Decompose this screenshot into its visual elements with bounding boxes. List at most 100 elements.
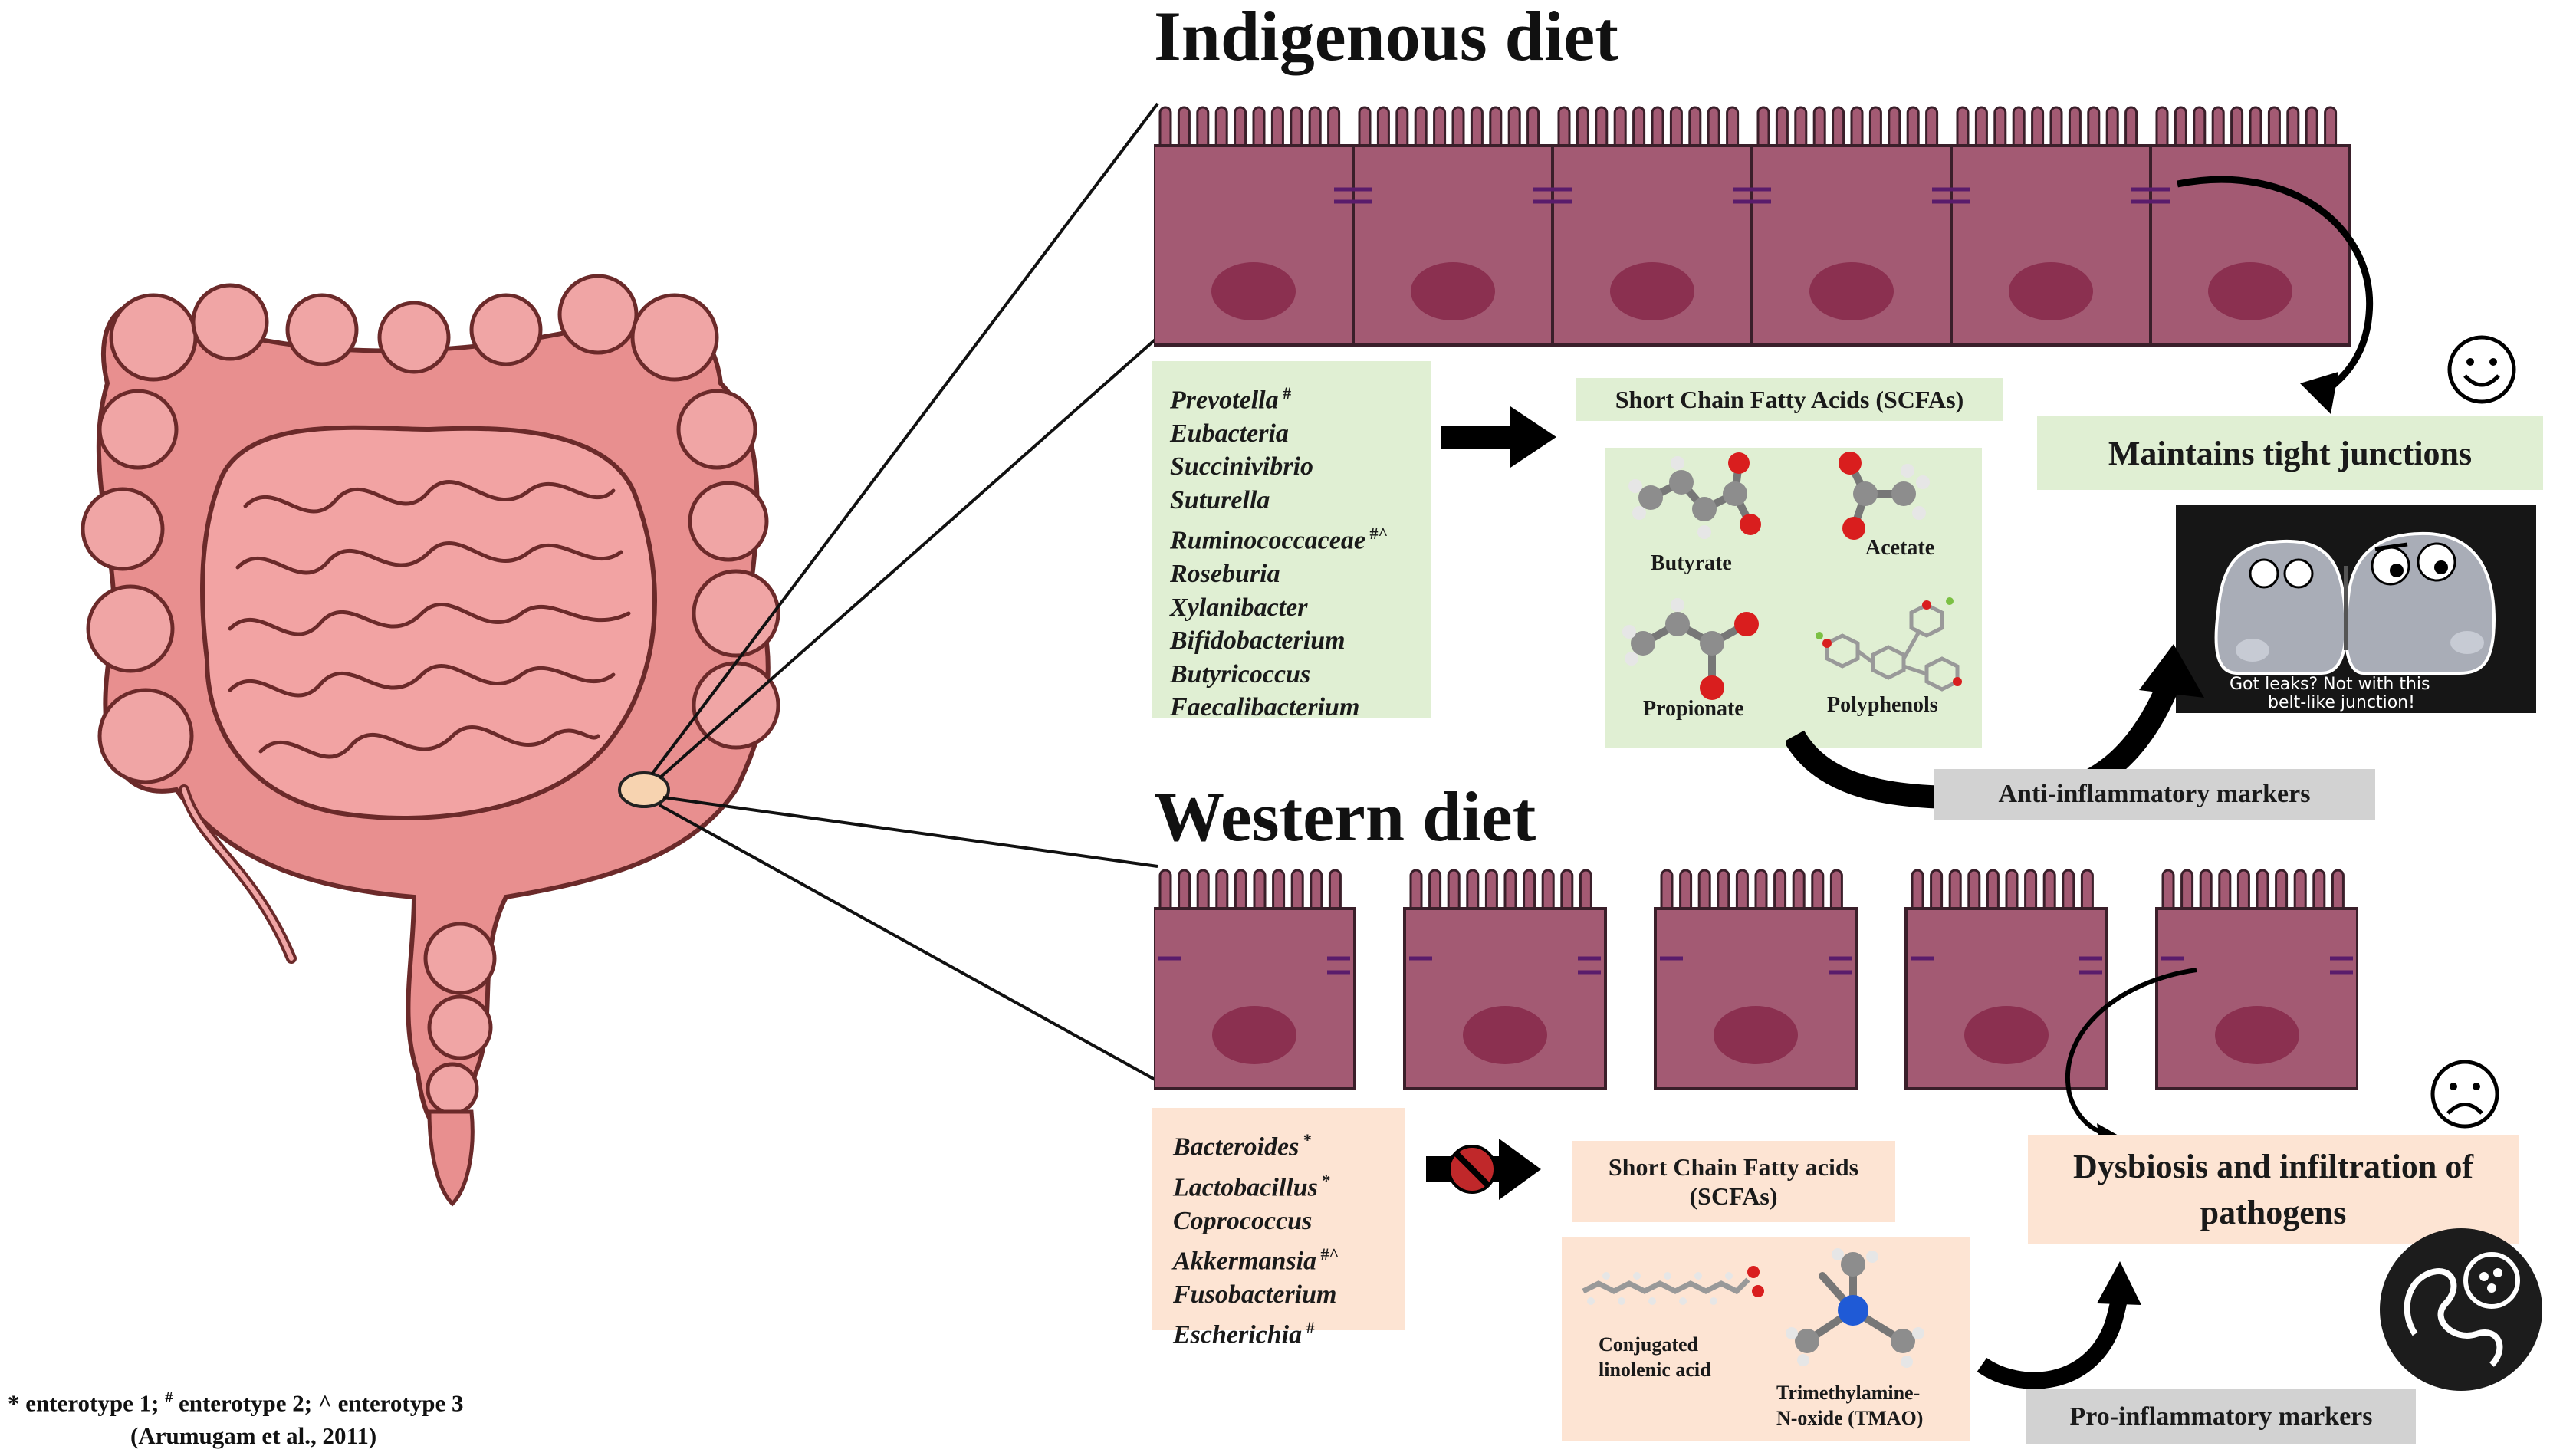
indigenous-taxon-item: Butyricoccus [1170,658,1431,692]
dysbiosis-line1: Dysbiosis and infiltration of [2073,1147,2473,1185]
western-scfa-label: Short Chain Fatty acids (SCFAs) [1572,1141,1895,1222]
acetate-label: Acetate [1865,536,1935,560]
zoom-lines [650,102,1159,1083]
indigenous-taxon-item: Eubacteria [1170,417,1431,451]
indigenous-taxon-name: Xylanibacter [1170,593,1308,622]
pro-inflammatory-curved-arrow [1977,1261,2141,1389]
indigenous-taxon-name: Prevotella [1170,386,1279,415]
polyphenols-molecule [1816,597,1962,692]
indigenous-taxon-name: Bifidobacterium [1170,626,1346,656]
polyphenols-label: Polyphenols [1827,693,1938,717]
dysbiosis-label: Dysbiosis and infiltration of pathogens [2028,1135,2519,1244]
western-taxon-name: Lactobacillus [1173,1173,1318,1202]
western-taxon-item: Akkermansia #^ [1173,1237,1405,1278]
indigenous-taxon-name: Eubacteria [1170,419,1289,448]
smiley-face-icon [2447,335,2516,404]
epithelial-cell [1352,106,1554,347]
indigenous-taxon-item: Roseburia [1170,557,1431,591]
nucleus [2208,262,2292,320]
western-curved-arrow [2065,968,2197,1150]
indigenous-taxon-item: Prevotella # [1170,376,1431,417]
nucleus [1714,1006,1798,1064]
western-taxon-item: Bacteroides * [1173,1123,1405,1164]
indigenous-diet-heading: Indigenous diet [1154,0,1618,75]
western-taxon-enterotype-mark: * [1299,1130,1312,1149]
western-taxon-name: Escherichia [1173,1320,1303,1349]
epithelial-cell [1750,106,1953,347]
western-blocked-arrow [1426,1139,1541,1200]
epithelial-cell [1154,106,1355,347]
footnote-hash-mark: # [165,1389,173,1406]
western-taxon-item: Coprococcus [1173,1205,1405,1238]
nucleus [2009,262,2093,320]
cartoon-caption-line2: belt-like junction! [2268,693,2415,712]
western-taxon-name: Fusobacterium [1173,1280,1337,1309]
tight-junctions-label: Maintains tight junctions [2037,416,2543,490]
nucleus [1211,262,1296,320]
butyrate-molecule [1628,452,1761,539]
small-intestine [200,425,657,820]
cla-label-line1: Conjugated [1599,1333,1699,1356]
western-taxon-enterotype-mark: # [1302,1318,1315,1338]
citation-footnote: (Arumugam et al., 2011) [130,1422,377,1449]
tmao-label-line2: N-oxide (TMAO) [1776,1407,1924,1429]
indigenous-taxon-item: Faecalibacterium [1170,691,1431,725]
indigenous-molecules-panel: Butyrate Acetate Propionate Polyphenols [1605,448,1982,748]
acetate-molecule [1839,452,1930,540]
propionate-label: Propionate [1643,697,1744,721]
indigenous-taxon-item: Ruminococcaceae #^ [1170,517,1431,557]
nucleus [1411,262,1495,320]
epithelial-cell [1654,869,1858,1090]
nucleus [1809,262,1894,320]
epithelial-cell [2155,869,2358,1090]
nucleus [2215,1006,2299,1064]
nucleus [1463,1006,1547,1064]
indigenous-scfa-label: Short Chain Fatty Acids (SCFAs) [1576,378,2003,421]
indigenous-curved-arrow [2177,176,2374,414]
indigenous-taxon-enterotype-mark: #^ [1365,524,1388,544]
western-taxon-item: Fusobacterium [1173,1278,1405,1312]
pro-inflammatory-markers-label: Pro-inflammatory markers [2026,1389,2416,1444]
propionate-molecule [1622,598,1759,700]
indigenous-taxon-item: Xylanibacter [1170,591,1431,625]
inflamed-gut-icon [2380,1228,2542,1391]
nucleus [1610,262,1694,320]
nucleus [1964,1006,2049,1064]
tight-junction-cartoon: Got leaks? Not with this belt-like junct… [2176,505,2536,713]
tmao-label-line1: Trimethylamine- [1776,1382,1921,1404]
footnote-part2: enterotype 2; ^ enterotype 3 [173,1389,464,1417]
tmao-molecule [1786,1248,1924,1368]
cla-label-line2: linolenic acid [1599,1359,1711,1381]
frown-face-icon [2430,1060,2499,1129]
indigenous-taxon-name: Faecalibacterium [1170,693,1360,722]
indigenous-taxon-name: Suturella [1170,485,1270,514]
indigenous-taxon-item: Succinivibrio [1170,450,1431,484]
western-epithelium [1154,869,2358,1090]
indigenous-taxon-item: Bifidobacterium [1170,624,1431,658]
cartoon-cells [2214,531,2496,675]
indigenous-taxon-name: Succinivibrio [1170,452,1314,481]
zoom-spot [618,771,670,808]
western-scfa-line2: (SCFAs) [1689,1182,1778,1210]
epithelial-cell [1551,106,1753,347]
epithelial-cell [1154,869,1356,1090]
indigenous-arrow-right [1441,406,1556,468]
western-taxon-enterotype-mark: * [1317,1170,1331,1190]
nucleus [1212,1006,1296,1064]
indigenous-taxon-item: Suturella [1170,484,1431,518]
anti-inflammatory-markers-label: Anti-inflammatory markers [1934,769,2375,820]
indigenous-taxon-name: Ruminococcaceae [1170,526,1365,555]
indigenous-taxon-name: Butyricoccus [1170,659,1311,689]
butyrate-label: Butyrate [1651,551,1732,575]
western-taxon-name: Akkermansia [1173,1247,1317,1276]
intestine-illustration [81,274,780,1207]
enterotype-footnote: * enterotype 1; # enterotype 2; ^ entero… [8,1389,463,1417]
epithelial-cell [1904,869,2108,1090]
footnote-part1: * enterotype 1; [8,1389,166,1417]
indigenous-epithelium [1154,106,2351,347]
indigenous-taxon-name: Roseburia [1170,560,1280,589]
western-taxon-name: Coprococcus [1173,1206,1313,1235]
epithelial-cell [1950,106,2152,347]
